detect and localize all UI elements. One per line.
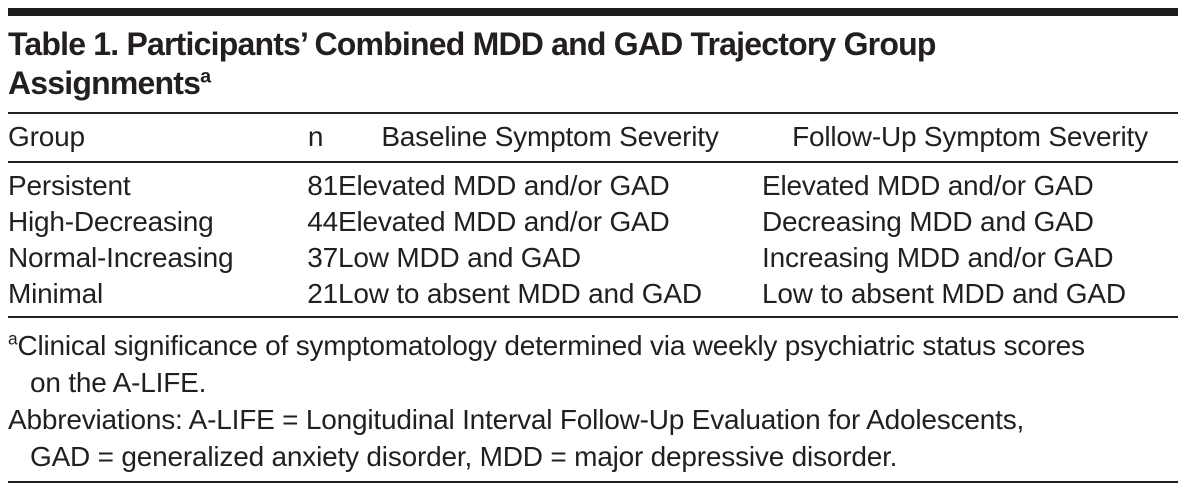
n-count-cell: 21 — [293, 276, 338, 318]
n-count-cell: 37 — [307, 242, 338, 273]
followup-cell: Low to absent MDD and GAD — [762, 276, 1178, 318]
footnote-significance-line2: on the A-LIFE. — [30, 367, 207, 398]
followup-cell: Elevated MDD and/or GAD — [762, 170, 1094, 201]
footnote-abbreviations-line2: GAD = generalized anxiety disorder, MDD … — [30, 441, 898, 472]
baseline-cell: Elevated MDD and/or GAD — [338, 206, 670, 237]
footnote-significance-text: Clinical significance of symptomatology … — [17, 330, 1085, 361]
footnote-abbreviations: Abbreviations: A-LIFE = Longitudinal Int… — [8, 401, 1178, 475]
table-title-line1: Table 1. Participants’ Combined MDD and … — [8, 26, 936, 62]
followup-cell: Increasing MDD and/or GAD — [762, 242, 1114, 273]
column-header-baseline: Baseline Symptom Severity — [338, 114, 762, 163]
column-header-followup: Follow-Up Symptom Severity — [762, 114, 1178, 163]
table-row-normal-increasing: Normal-Increasing 37 Low MDD and GAD Inc… — [8, 240, 1178, 276]
table-row-high-decreasing: High-Decreasing 44 Elevated MDD and/or G… — [8, 204, 1178, 240]
top-rule-bar — [8, 8, 1178, 16]
group-name-cell: Normal-Increasing — [8, 242, 234, 273]
table-row-minimal: Minimal 21 Low to absent MDD and GAD Low… — [8, 276, 1178, 318]
table-title-footnote-marker: a — [200, 65, 211, 88]
table-title-line2: Assignments — [8, 65, 201, 101]
table-title: Table 1. Participants’ Combined MDD and … — [8, 16, 1178, 114]
baseline-cell: Elevated MDD and/or GAD — [338, 170, 670, 201]
trajectory-group-table: Group n Baseline Symptom Severity Follow… — [8, 114, 1178, 318]
footnote-marker-a: a — [8, 328, 18, 349]
followup-cell: Decreasing MDD and GAD — [762, 206, 1094, 237]
table-row-persistent: Persistent 81 Elevated MDD and/or GAD El… — [8, 162, 1178, 204]
table-header-row: Group n Baseline Symptom Severity Follow… — [8, 114, 1178, 163]
n-count-cell: 44 — [307, 206, 338, 237]
table-footnotes: aClinical significance of symptomatology… — [8, 318, 1178, 483]
footnote-significance-line1: aClinical significance of symptomatology… — [8, 327, 1178, 364]
group-name-cell: Minimal — [8, 276, 293, 318]
n-count-cell: 81 — [307, 170, 338, 201]
baseline-cell: Low to absent MDD and GAD — [338, 276, 762, 318]
group-name-cell: Persistent — [8, 170, 131, 201]
footnote-significance: aClinical significance of symptomatology… — [8, 327, 1178, 401]
group-name-cell: High-Decreasing — [8, 206, 214, 237]
table-1-container: Table 1. Participants’ Combined MDD and … — [8, 8, 1178, 483]
baseline-cell: Low MDD and GAD — [338, 242, 581, 273]
footnote-abbreviations-line1: Abbreviations: A-LIFE = Longitudinal Int… — [8, 404, 1025, 435]
column-header-n: n — [293, 114, 338, 163]
column-header-group: Group — [8, 114, 293, 163]
